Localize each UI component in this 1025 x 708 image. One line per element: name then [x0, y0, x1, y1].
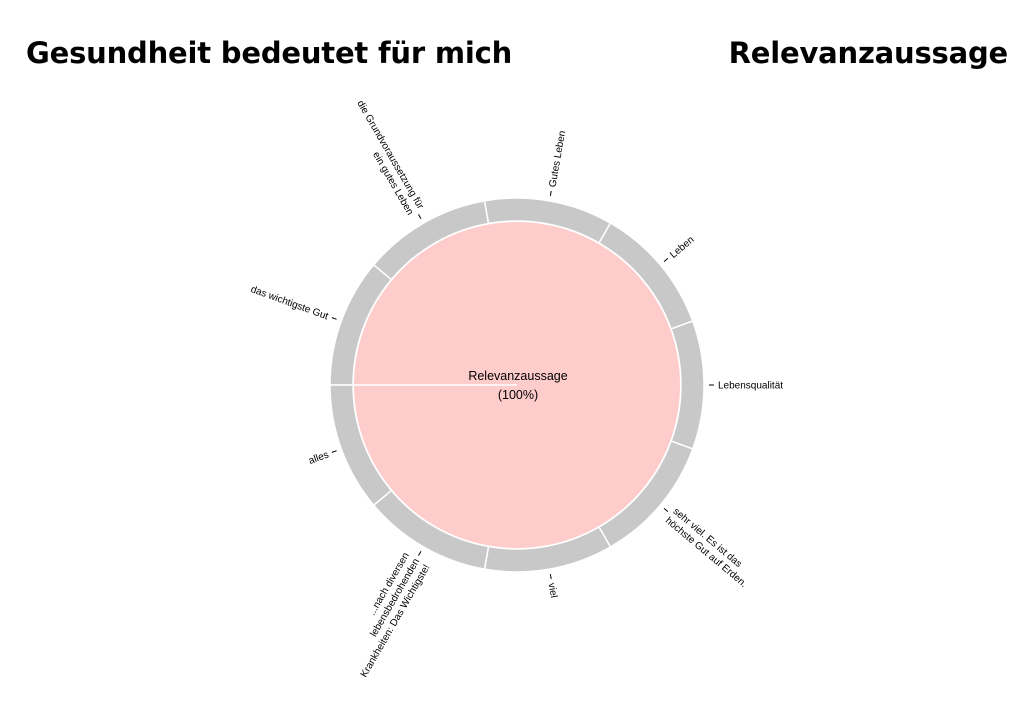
segment-label-line: viel: [546, 582, 559, 599]
segment-label: das wichtigste Gut: [249, 284, 330, 322]
center-value: (100%): [498, 388, 538, 402]
segment-tick: [663, 508, 669, 513]
segment-tick: [549, 190, 552, 197]
segment-tick: [418, 214, 422, 219]
segment-label-line: Lebensqualität: [718, 381, 783, 392]
segment-tick: [549, 573, 552, 580]
segment-label-line: alles: [307, 450, 330, 467]
segment-label: die Grundvoraussetzung fürein gutes Lebe…: [344, 99, 426, 218]
outer-segment[interactable]: [329, 384, 393, 507]
segment-label-line: das wichtigste Gut: [249, 284, 330, 322]
segment-label-line: Leben: [668, 234, 696, 260]
segment-label: ...nach diversenlebensbedrohendenKrankhe…: [338, 551, 433, 680]
segment-label-line: Gutes Leben: [547, 130, 568, 188]
segment-label: alles: [307, 450, 330, 467]
segment-label: Leben: [668, 234, 696, 260]
segment-label: viel: [546, 582, 559, 599]
segment-tick: [418, 551, 422, 556]
page-title: Gesundheit bedeutet für mich: [26, 36, 513, 70]
segment-tick: [663, 257, 669, 262]
segment-label-line: höchste Gut auf Erden.: [663, 515, 749, 590]
page-subtitle: Relevanzaussage: [728, 36, 1009, 70]
center-label: Relevanzaussage: [468, 369, 567, 383]
segment-label-line: die Grundvoraussetzung für: [354, 99, 426, 212]
segment-tick: [331, 450, 337, 453]
segment-label: sehr viel. Es ist dashöchste Gut auf Erd…: [663, 506, 757, 590]
segment-tick: [331, 317, 337, 320]
segment-label: Gutes Leben: [547, 130, 568, 188]
segment-label: Lebensqualität: [718, 381, 783, 392]
